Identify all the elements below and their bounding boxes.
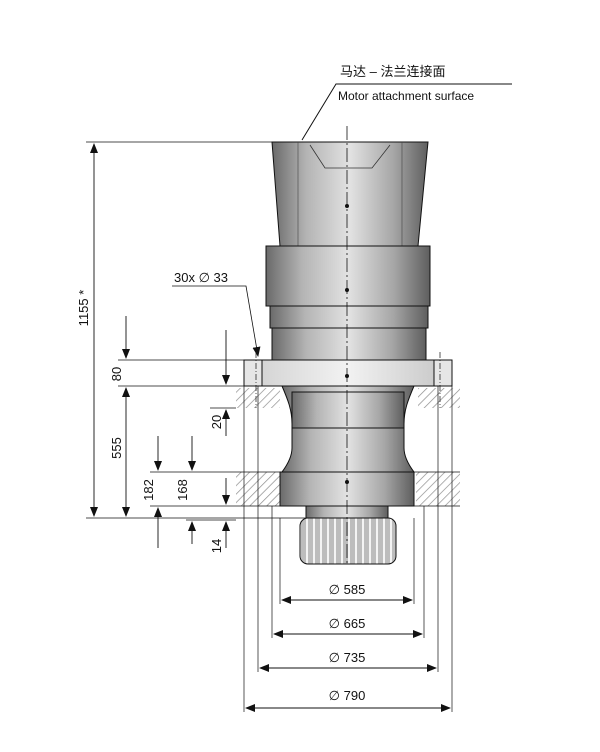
holes-leader <box>172 285 261 357</box>
output-pinion <box>299 517 397 565</box>
dim-overall-height: 1155 * <box>76 290 91 327</box>
upper-housing <box>265 245 431 307</box>
motor-adapter <box>271 141 429 247</box>
dim-flange-thickness: 80 <box>109 367 124 381</box>
extension-lines <box>86 141 453 712</box>
dim-holes: 30x ∅ 33 <box>174 270 228 285</box>
dim-168: 168 <box>175 479 190 501</box>
dim-182: 182 <box>141 479 156 501</box>
diameter-dimensions <box>245 596 451 712</box>
callout-chinese: 马达 – 法兰连接面 <box>340 64 445 79</box>
center-dots <box>345 204 349 484</box>
mounting-flange <box>243 359 453 387</box>
dim-flange-to-base: 555 <box>109 437 124 459</box>
vertical-dimensions <box>90 143 230 548</box>
callout-english: Motor attachment surface <box>338 89 474 103</box>
gearbox-body <box>243 141 453 565</box>
dim-recess: 20 <box>209 415 224 429</box>
dim-dia-790: ∅ 790 <box>329 688 366 703</box>
callout-leader <box>301 83 512 141</box>
dim-dia-585: ∅ 585 <box>329 582 366 597</box>
dim-dia-735: ∅ 735 <box>329 650 366 665</box>
dim-dia-665: ∅ 665 <box>329 616 366 631</box>
hatched-mounting-zones <box>236 388 460 507</box>
dim-14: 14 <box>209 539 224 553</box>
